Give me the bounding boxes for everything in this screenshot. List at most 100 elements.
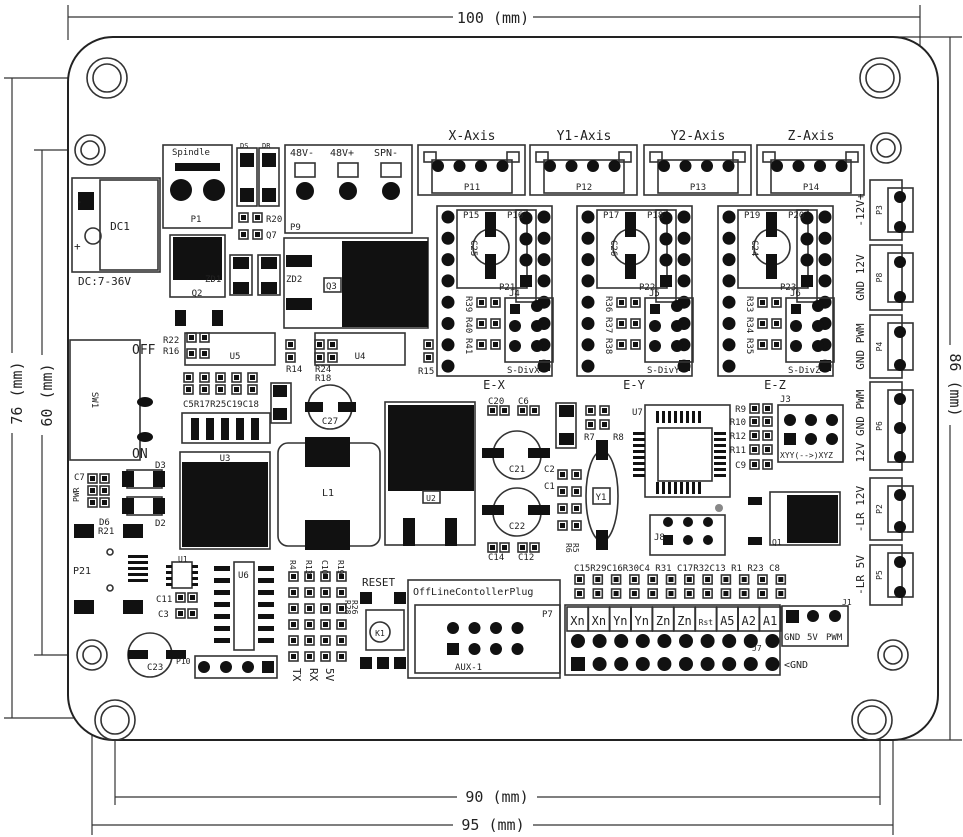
pad	[625, 212, 636, 237]
component-outline	[762, 459, 773, 470]
label-r9: R9	[735, 405, 746, 415]
pad	[633, 468, 645, 471]
pad	[686, 577, 692, 582]
pad	[705, 577, 711, 582]
pad	[206, 418, 214, 440]
component-outline	[199, 348, 210, 359]
pin-hole	[663, 517, 673, 527]
mounting-hole	[859, 57, 901, 99]
connector-id: P13	[690, 183, 706, 193]
pad	[123, 524, 143, 538]
label-c21: C21	[509, 465, 525, 475]
component-outline	[423, 339, 434, 350]
pad	[166, 583, 172, 586]
pin-hole	[659, 211, 673, 225]
pad	[786, 610, 799, 623]
pin-hole	[818, 210, 832, 224]
label: P18	[647, 211, 663, 221]
component-outline	[247, 372, 258, 383]
pad	[686, 482, 689, 494]
pin-hole	[818, 253, 832, 267]
dimension-label-bg	[39, 355, 56, 435]
pin-hole	[800, 232, 814, 246]
label: S-DivX	[507, 366, 540, 376]
pad	[748, 497, 762, 505]
pin-hole	[531, 300, 543, 312]
pin-hole	[722, 317, 736, 330]
component-outline	[738, 588, 750, 599]
component-outline	[665, 588, 677, 599]
pad	[186, 375, 191, 380]
component-outline	[738, 574, 750, 585]
axis-pin	[544, 160, 556, 172]
component-outline	[529, 542, 540, 553]
pad	[305, 437, 350, 467]
pin-hole	[683, 535, 693, 545]
pad	[233, 257, 249, 269]
pad	[633, 342, 638, 347]
component-outline	[423, 352, 434, 363]
component-outline	[175, 592, 186, 603]
pin-hole	[581, 231, 595, 245]
pin-hole	[441, 210, 455, 224]
label-c9: C9	[735, 461, 746, 471]
pad	[273, 385, 287, 397]
label-r28: R28	[343, 600, 352, 615]
driver-socket	[576, 205, 693, 377]
component-outline	[749, 444, 760, 455]
component-outline	[592, 487, 611, 505]
pad	[189, 335, 194, 340]
component-outline	[610, 574, 622, 585]
mounting-hole-inner	[80, 140, 100, 160]
pin-hole	[671, 300, 683, 312]
label-tx: TX	[290, 668, 303, 682]
label-j3_lbl: XYY(-->)XYZ	[780, 451, 833, 460]
component-outline	[476, 318, 487, 329]
pad	[760, 321, 765, 326]
label-c6: C6	[518, 397, 529, 407]
pad	[493, 300, 498, 305]
pin-hole	[677, 231, 691, 245]
pin-hole	[659, 253, 673, 267]
pad	[190, 595, 195, 600]
diode-d1	[555, 402, 577, 449]
component-outline	[557, 469, 568, 480]
pin-hole	[531, 340, 543, 352]
component-outline	[87, 485, 98, 496]
pad	[668, 591, 674, 596]
axis-pin	[814, 160, 826, 172]
component-outline	[647, 574, 659, 585]
pad	[173, 237, 222, 280]
component-outline	[199, 372, 210, 383]
mounting-hole-inner	[865, 63, 895, 93]
pad	[339, 638, 344, 643]
pad	[90, 488, 95, 493]
pad	[307, 622, 312, 627]
component-outline	[720, 588, 732, 599]
pad	[650, 591, 656, 596]
label-y1: Y1	[596, 493, 607, 503]
pad	[631, 591, 637, 596]
component-outline	[630, 297, 641, 308]
dimension-label: 95 (mm)	[453, 816, 533, 834]
pin-hole	[571, 634, 585, 648]
label-r5: R5	[571, 543, 580, 553]
component-outline	[99, 485, 110, 496]
pad	[339, 574, 344, 579]
pad	[625, 254, 636, 279]
component-outline	[599, 405, 610, 416]
label: P17	[603, 211, 619, 221]
pin-hole	[743, 657, 758, 671]
label-zd2: ZD2	[286, 275, 302, 285]
label-j1_gnd: GND	[784, 633, 800, 643]
label: R38	[603, 338, 613, 354]
pin-hole	[894, 359, 906, 371]
pad	[323, 622, 328, 627]
mounting-hole	[74, 134, 106, 166]
pin-hole	[519, 253, 533, 267]
pad	[619, 321, 624, 326]
mounting-hole	[86, 57, 128, 99]
label: R33	[744, 296, 754, 312]
component-outline	[771, 297, 782, 308]
pad	[774, 300, 779, 305]
